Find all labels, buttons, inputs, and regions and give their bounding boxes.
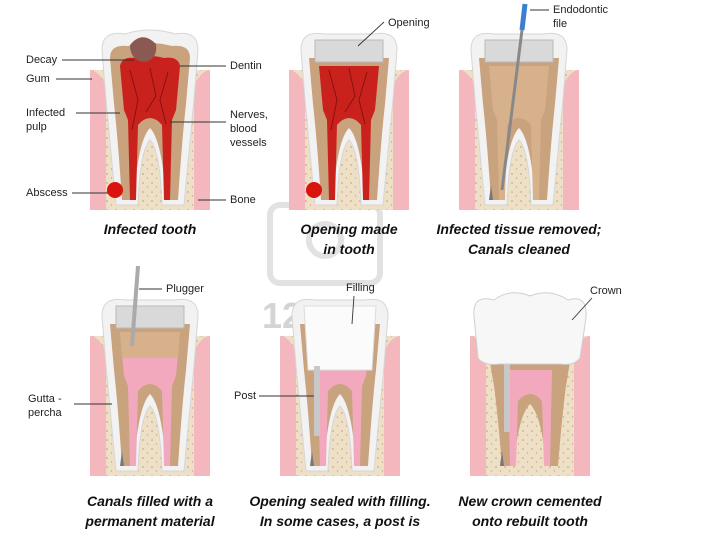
label-filling: Filling	[346, 282, 375, 294]
label-dentin: Dentin	[230, 60, 262, 72]
label-decay: Decay	[26, 54, 58, 66]
labels-infected-tooth: Decay Gum Infected pulp Abscess Dentin N…	[26, 54, 268, 206]
label-nerves-3: vessels	[230, 137, 267, 149]
caption-line-1: Canals filled with a	[87, 493, 213, 509]
tooth-illustration	[280, 298, 400, 476]
caption-line-2: permanent material	[84, 513, 215, 529]
tooth-illustration	[459, 32, 579, 210]
label-opening: Opening	[388, 17, 430, 29]
caption-line-2: In some cases, a post is	[260, 513, 421, 529]
tooth-illustration	[90, 29, 210, 210]
plugger-tool	[130, 265, 140, 347]
panel-new-crown: New crown cemented onto rebuilt tooth	[458, 292, 602, 529]
caption-line-1: Opening sealed with filling.	[249, 493, 430, 509]
panel-canals-filled: Canals filled with a permanent material	[84, 265, 216, 529]
label-gutta-2: percha	[28, 407, 63, 419]
label-bone: Bone	[230, 194, 256, 206]
label-post: Post	[234, 390, 256, 402]
panel-canals-cleaned: Infected tissue removed; Canals cleaned	[437, 3, 602, 257]
label-plugger: Plugger	[166, 283, 204, 295]
label-abscess: Abscess	[26, 187, 68, 199]
label-gutta-1: Gutta -	[28, 393, 62, 405]
panel-opening-made: Opening made in tooth	[289, 32, 409, 257]
crown-cap	[473, 292, 587, 365]
label-gum: Gum	[26, 73, 50, 85]
tooth-illustration	[90, 298, 210, 476]
labels-opening-sealed: Filling Post	[234, 282, 375, 402]
labels-new-crown: Crown	[571, 285, 622, 321]
panel-opening-sealed: Opening sealed with filling. In some cas…	[249, 298, 431, 529]
label-nerves-2: blood	[230, 123, 257, 135]
caption-line-1: Opening made	[300, 221, 397, 237]
endodontic-file-tool	[500, 3, 528, 191]
caption-line-1: New crown cemented	[458, 493, 602, 509]
label-file-1: Endodontic	[553, 4, 609, 16]
labels-canals-filled: Plugger Gutta - percha	[28, 283, 204, 419]
label-nerves-1: Nerves,	[230, 109, 268, 121]
labels-canals-cleaned: Endodontic file	[530, 4, 609, 30]
labels-opening-made: Opening	[357, 17, 430, 47]
label-crown: Crown	[590, 285, 622, 297]
panel-infected-tooth: Infected tooth	[90, 29, 210, 237]
caption-line-2: onto rebuilt tooth	[472, 513, 588, 529]
caption-line-2: in tooth	[323, 241, 374, 257]
label-infected-pulp-2: pulp	[26, 121, 47, 133]
tooth-illustration	[289, 32, 409, 210]
caption-line-1: Infected tissue removed;	[437, 221, 602, 237]
label-file-2: file	[553, 18, 567, 30]
label-infected-pulp-1: Infected	[26, 107, 65, 119]
caption-line-2: Canals cleaned	[468, 241, 570, 257]
caption-line-1: Infected tooth	[104, 221, 197, 237]
